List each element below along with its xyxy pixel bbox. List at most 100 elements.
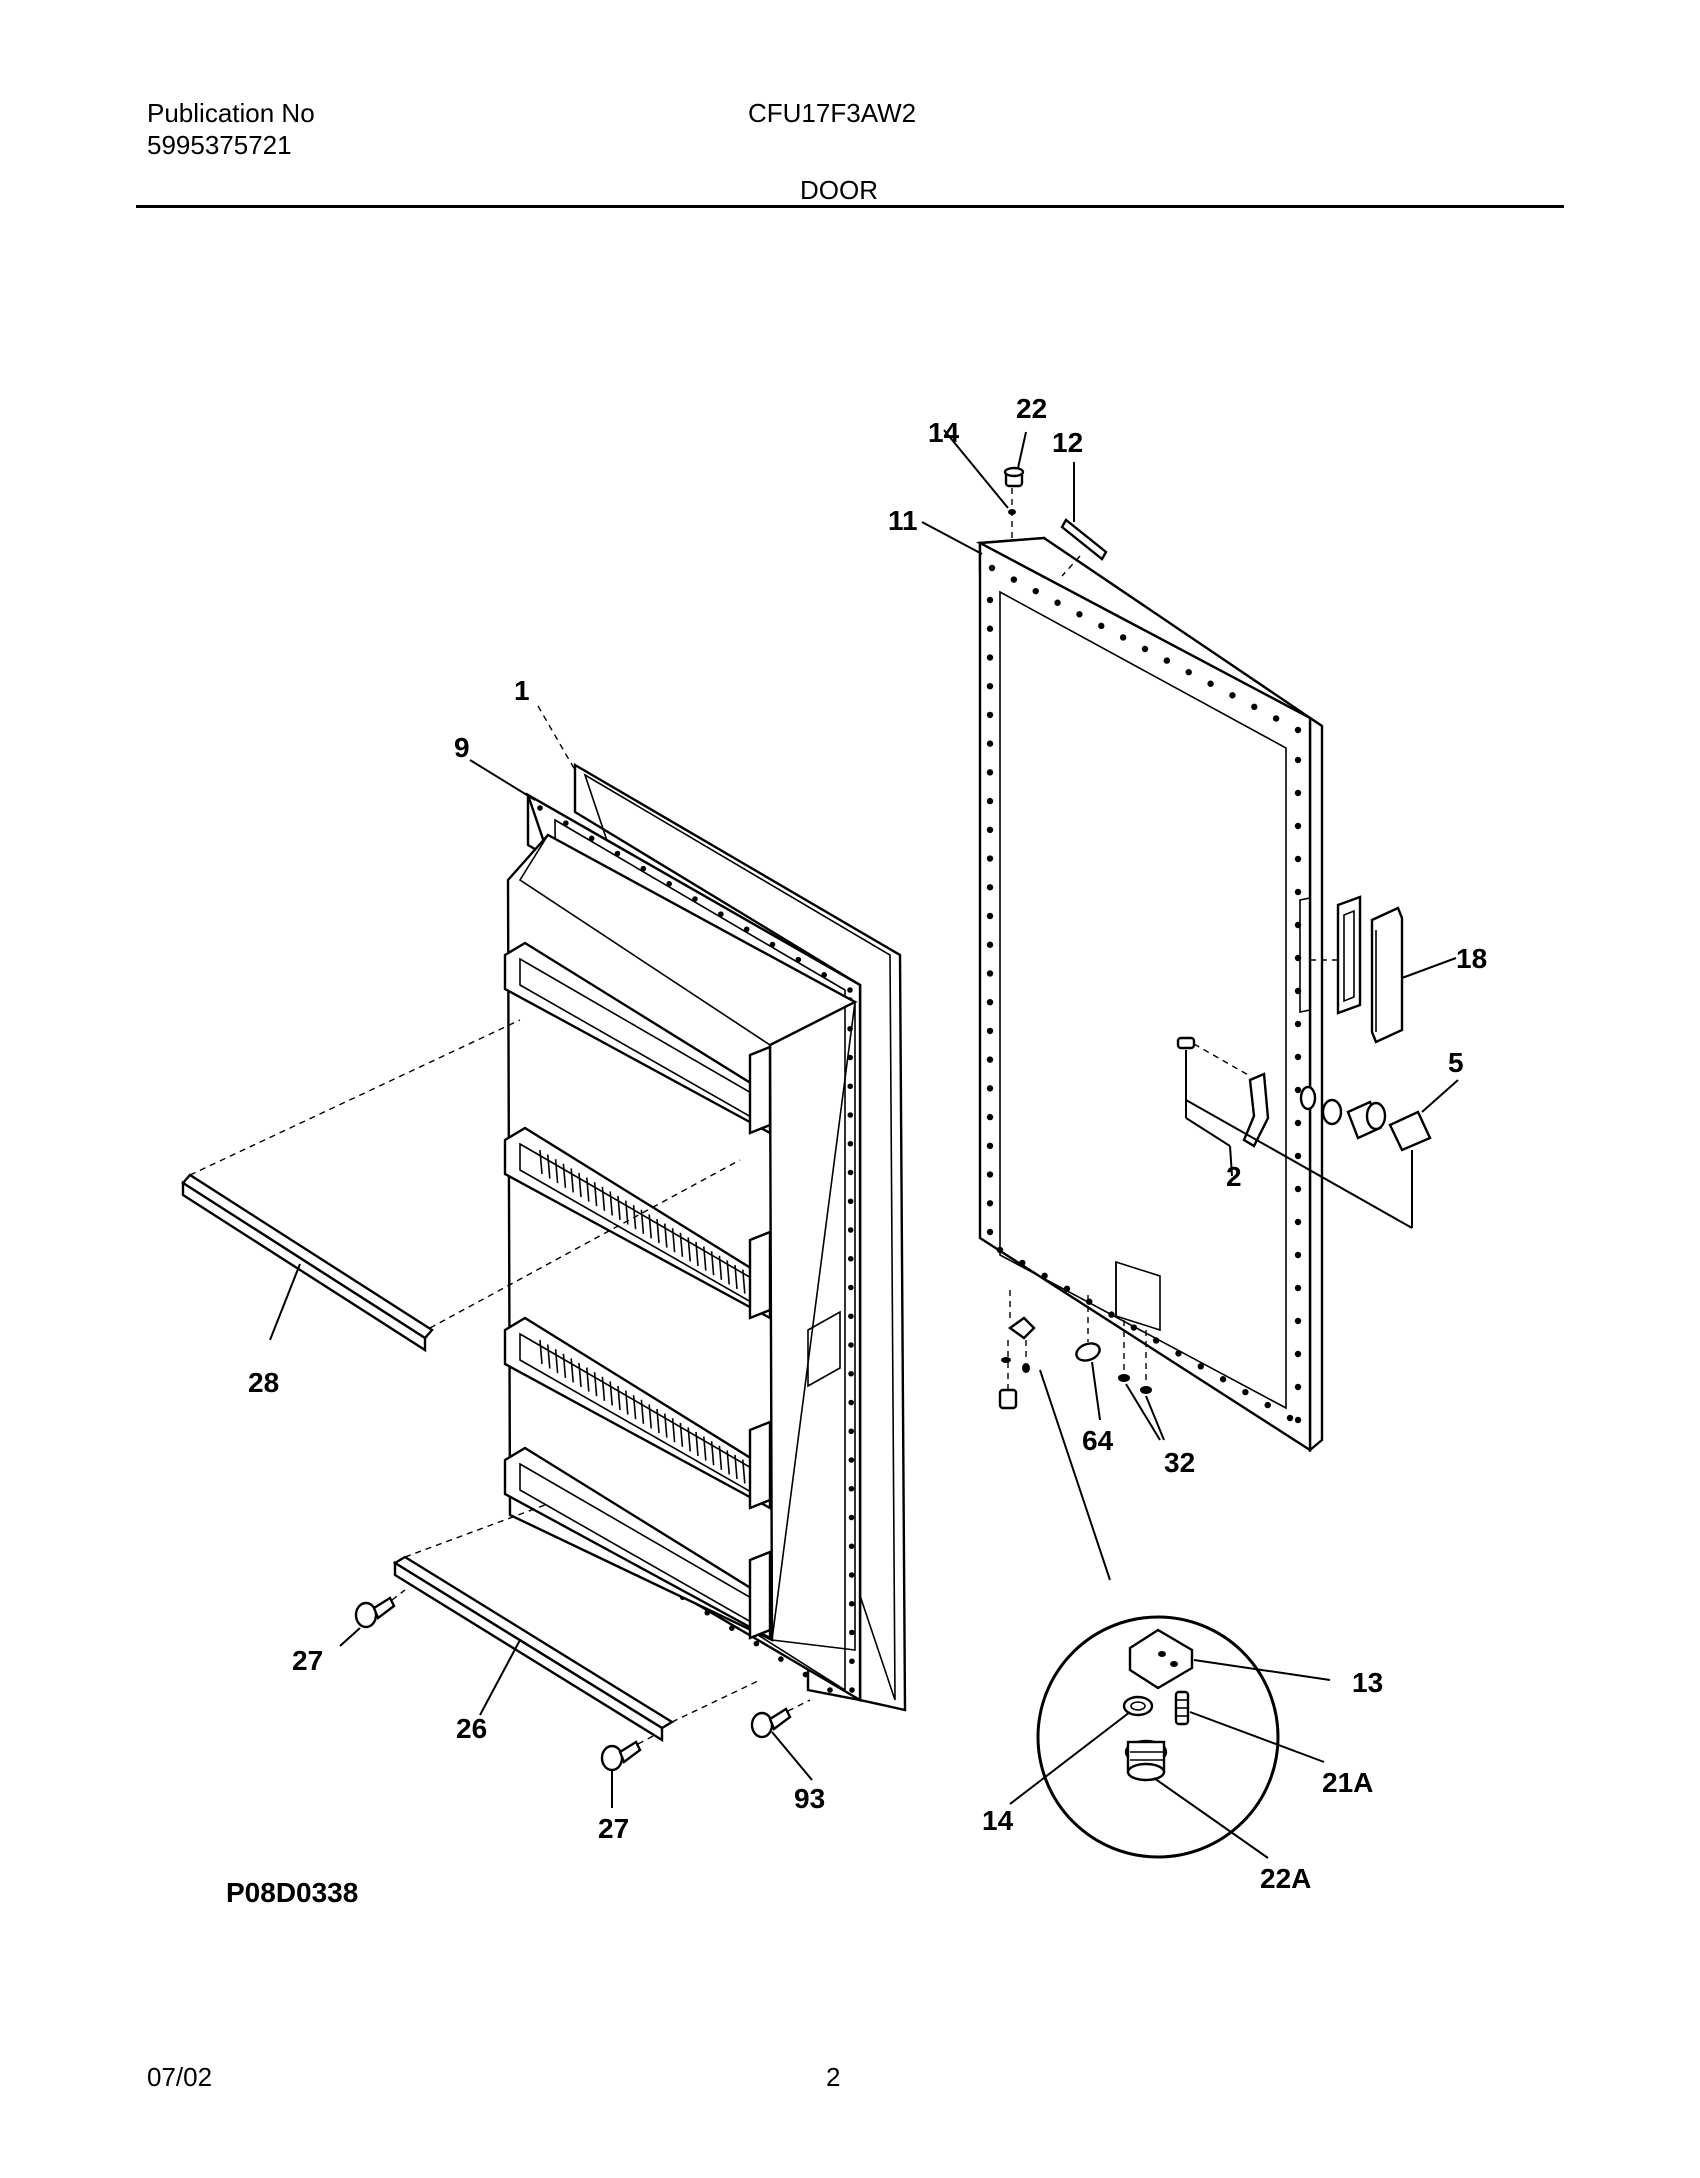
door-shelf-part <box>617 1195 621 1221</box>
screw-hole <box>1019 1259 1026 1267</box>
screw-hole <box>1163 657 1171 664</box>
bottom-hinge-parts <box>998 1290 1165 1581</box>
screw-hole <box>848 1313 854 1320</box>
screw-hole <box>1141 645 1149 653</box>
door-shelf-part <box>742 1269 746 1294</box>
callout-26: 26 <box>456 1713 487 1744</box>
callout-27-bottom: 27 <box>598 1813 629 1844</box>
lock-assembly-5 <box>1299 1079 1459 1152</box>
footer-date: 07/02 <box>147 2062 213 2092</box>
screw-hole <box>1197 1363 1204 1370</box>
door-shelf-part <box>648 1404 652 1429</box>
screw-hole <box>986 769 994 776</box>
footer-page-number: 2 <box>826 2062 841 2092</box>
screw-hole <box>1010 576 1018 583</box>
door-shelf-part <box>547 1344 551 1369</box>
callout-64: 64 <box>1082 1425 1114 1456</box>
door-shelf-part <box>679 1232 684 1257</box>
door-shelf-part <box>703 1246 707 1271</box>
screw-hole <box>1294 1218 1302 1226</box>
screw-hole <box>848 1370 854 1377</box>
door-shelf-part <box>554 1159 559 1184</box>
screw-hole <box>563 820 569 826</box>
screw-hole <box>1108 1311 1115 1318</box>
door-shelf-part <box>703 1436 707 1461</box>
screw-hole <box>1294 789 1302 797</box>
screw-hole <box>986 1113 994 1121</box>
door-shelf-part <box>748 1045 772 1135</box>
door-shelf-part <box>640 1209 645 1234</box>
door-shelf-part <box>547 1154 551 1179</box>
leader-11 <box>921 521 983 555</box>
callout-21a: 21A <box>1322 1767 1373 1798</box>
screw-hole <box>1294 1152 1302 1160</box>
door-liner <box>503 792 862 1703</box>
screw-hole <box>692 896 698 902</box>
screw-hole <box>1130 1324 1138 1331</box>
screw-hole <box>847 1255 854 1262</box>
screw-hole <box>986 826 994 834</box>
screw-hole <box>1272 715 1280 722</box>
door-shelf-part <box>734 1264 738 1290</box>
outer-door-panel <box>975 536 1324 1453</box>
screw-hole <box>848 1457 855 1463</box>
screw-hole <box>849 1687 855 1693</box>
screw-hole <box>848 1600 855 1607</box>
screw-hole <box>1032 587 1039 595</box>
screw-hole <box>847 1083 854 1090</box>
screw-hole <box>986 1171 994 1178</box>
screw-hole <box>1076 611 1083 618</box>
screw-hole <box>1294 1416 1302 1424</box>
door-shelf-part <box>578 1362 582 1388</box>
door-shelf-part <box>562 1353 567 1378</box>
screw-hole <box>729 1625 735 1631</box>
callout-12: 12 <box>1052 427 1083 458</box>
screw-hole <box>986 941 994 948</box>
screw-hole <box>1286 1414 1294 1422</box>
screw-hole <box>778 1656 784 1662</box>
screw-hole <box>666 881 672 887</box>
screw-hole <box>847 1112 854 1118</box>
door-shelf-part <box>671 1418 676 1443</box>
door-shelf-part <box>748 1550 772 1640</box>
screw-hole <box>848 1399 854 1406</box>
door-shelf-part <box>718 1255 723 1280</box>
door-shelf-part <box>648 1214 652 1239</box>
screw-hole <box>986 1228 994 1236</box>
detail-circle <box>1009 1615 1331 1859</box>
screw-hole <box>847 1227 854 1233</box>
screw-hole <box>1294 855 1302 863</box>
screw-hole <box>640 865 647 872</box>
screw-hole <box>1063 1285 1071 1292</box>
screw-hole <box>1294 1251 1302 1259</box>
door-shelf-part <box>718 1445 723 1470</box>
screw-hole <box>1242 1388 1249 1396</box>
callout-2: 2 <box>1226 1161 1242 1192</box>
door-shelf-part <box>539 1149 543 1175</box>
door-shelf-part <box>586 1367 590 1392</box>
screw-hole <box>1294 1086 1302 1094</box>
screw-hole <box>1294 1053 1302 1061</box>
screw-hole <box>1119 634 1127 641</box>
bottom-rail-26 <box>392 1504 761 1743</box>
door-shelf-part <box>578 1172 582 1198</box>
door-shelf-part <box>562 1163 567 1188</box>
screw-hole <box>847 1140 854 1147</box>
door-shelf-part <box>742 1459 746 1484</box>
door-shelf-part <box>539 1339 543 1365</box>
screw-hole <box>821 972 827 978</box>
door-shelf-part <box>609 1381 613 1406</box>
screw-hole <box>1086 1298 1093 1305</box>
screw-hole <box>986 711 994 719</box>
callout-13: 13 <box>1352 1667 1383 1698</box>
screw-hole <box>1251 703 1258 711</box>
screw-hole <box>827 1687 833 1693</box>
screw-hole <box>996 1246 1004 1254</box>
door-shelf-part <box>601 1186 606 1211</box>
callout-9: 9 <box>454 732 470 763</box>
screw-hole <box>1294 888 1302 896</box>
door-shelf-part <box>617 1385 621 1411</box>
screw-hole <box>1294 1185 1302 1193</box>
screw-hole <box>847 1169 854 1176</box>
